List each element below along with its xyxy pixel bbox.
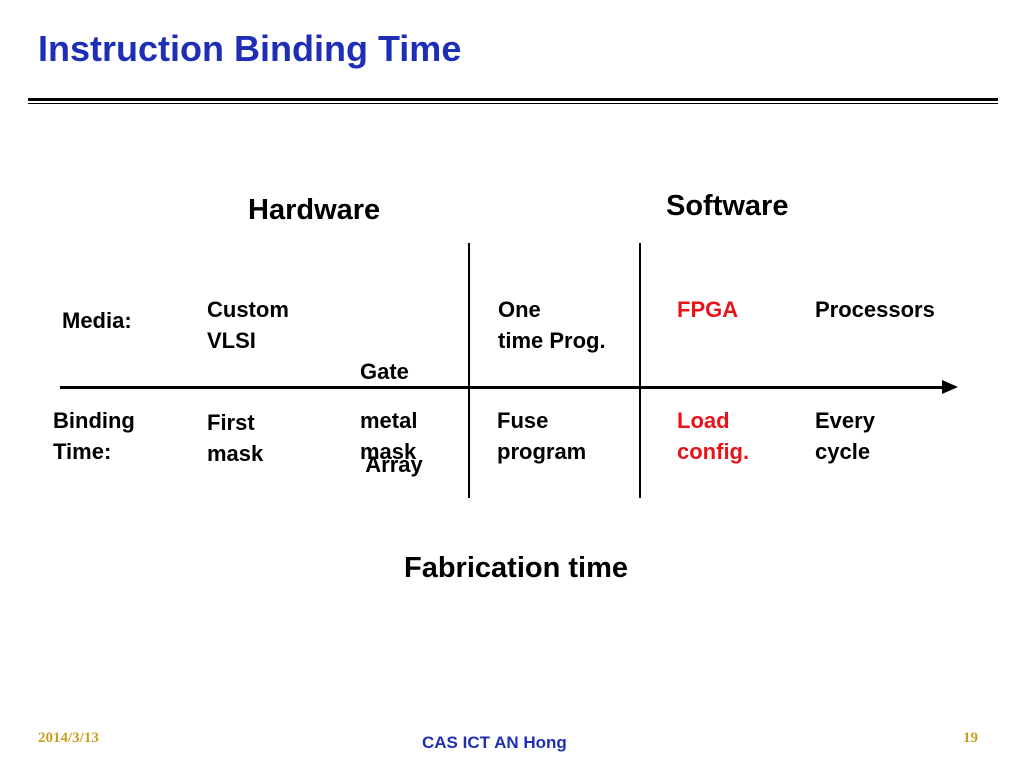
media-line: Array (360, 452, 423, 477)
media-line: time Prog. (498, 328, 606, 353)
binding-label-line: Binding (53, 408, 135, 433)
binding-time-label: Binding Time: (53, 405, 135, 467)
media-fpga: FPGA (677, 294, 738, 325)
binding-every-cycle: Every cycle (815, 405, 875, 467)
binding-line: Load (677, 408, 730, 433)
arrow-right-icon (942, 380, 958, 394)
media-line: Custom (207, 297, 289, 322)
timeline-axis (60, 386, 944, 389)
media-line: One (498, 297, 541, 322)
binding-line: metal (360, 408, 418, 433)
hardware-heading: Hardware (248, 194, 381, 226)
footer-author: CAS ICT AN Hong (422, 733, 567, 752)
media-label: Media: (62, 308, 132, 333)
binding-line: First (207, 410, 255, 435)
media-one-time-prog: One time Prog. (498, 294, 606, 356)
binding-line: cycle (815, 439, 871, 464)
software-heading: Software (666, 190, 789, 222)
slide-title: Instruction Binding Time (38, 28, 462, 69)
binding-line: config. (677, 439, 750, 464)
binding-line: mask (207, 441, 264, 466)
binding-line: Every (815, 408, 875, 433)
divider-hardware (468, 243, 470, 498)
footer-date: 2014/3/13 (38, 730, 99, 746)
binding-metal-mask: metal mask (360, 405, 417, 467)
binding-line: Fuse (497, 408, 549, 433)
binding-line: program (497, 439, 587, 464)
binding-label-line: Time: (53, 439, 112, 464)
binding-line: mask (360, 439, 417, 464)
divider-software (639, 243, 641, 498)
title-rule-thin (28, 103, 998, 104)
binding-first-mask: First mask (207, 407, 263, 469)
media-gate-array: Gate Array (360, 294, 423, 511)
media-line: Gate (360, 359, 409, 384)
fabrication-time-label: Fabrication time (404, 552, 628, 584)
title-rule (28, 98, 998, 101)
media-line: FPGA (677, 297, 739, 322)
media-line: Processors (815, 297, 935, 322)
media-custom-vlsi: Custom VLSI (207, 294, 289, 356)
media-line: VLSI (207, 328, 256, 353)
binding-load-config: Load config. (677, 405, 749, 467)
page-number: 19 (963, 730, 978, 746)
binding-fuse-program: Fuse program (497, 405, 586, 467)
media-processors: Processors (815, 294, 935, 325)
